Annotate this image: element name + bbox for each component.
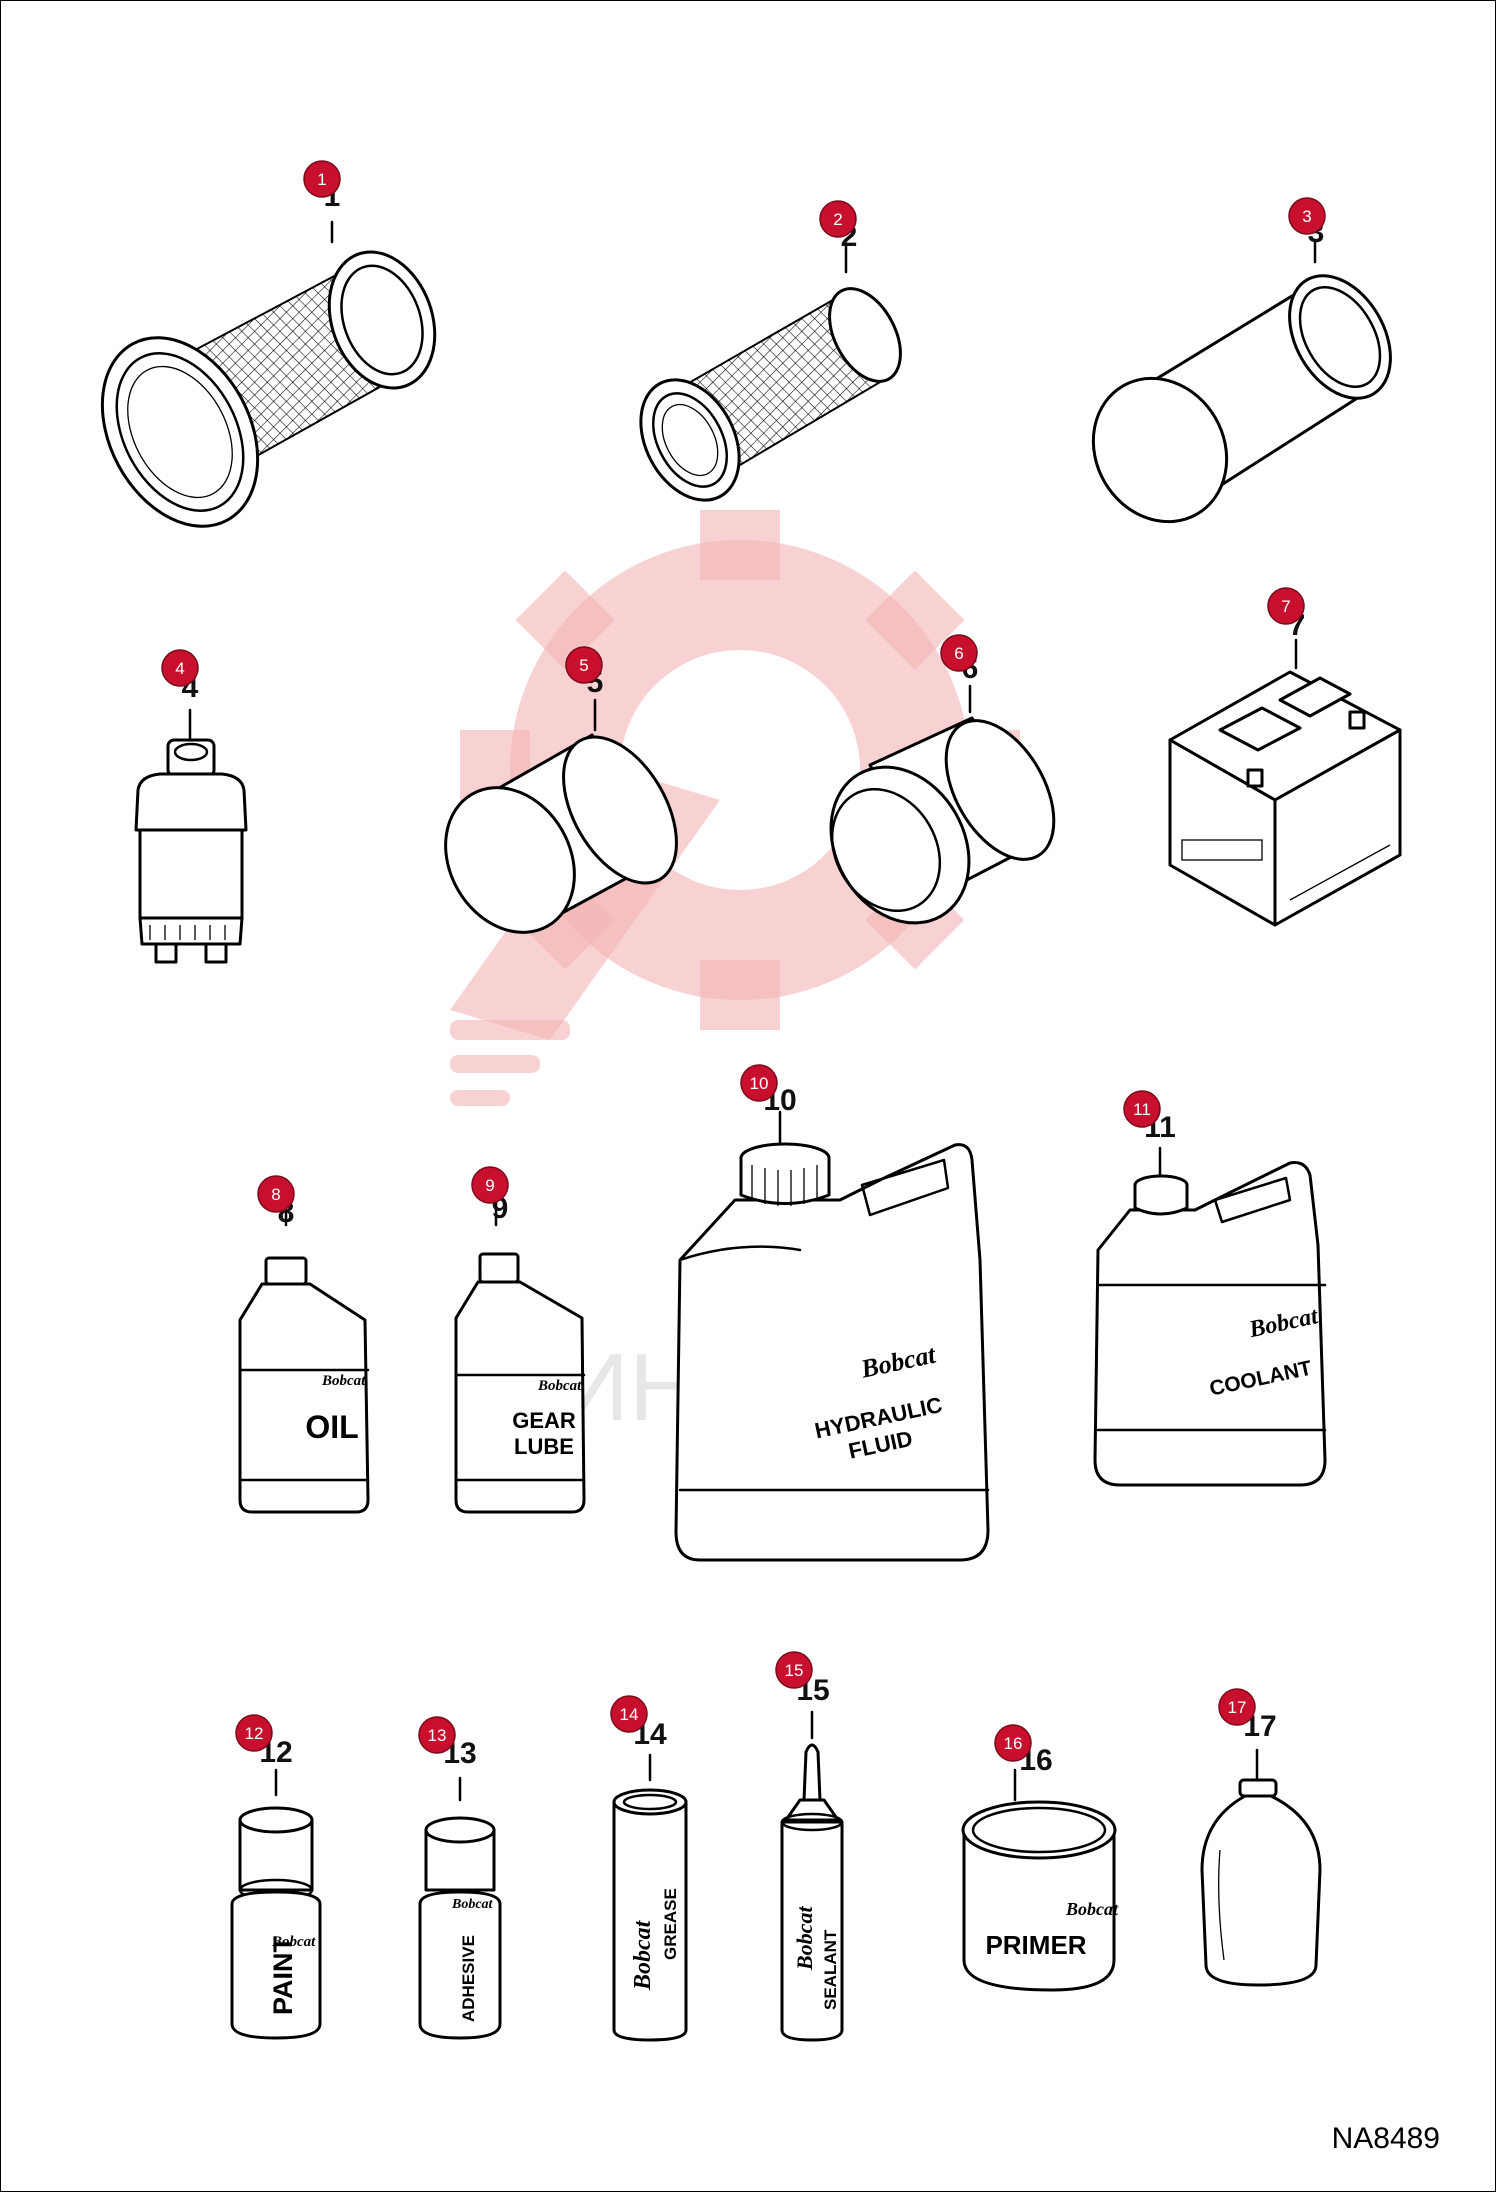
callout-4[interactable]: 4 <box>161 649 199 687</box>
svg-text:10: 10 <box>750 1074 769 1093</box>
callout-16[interactable]: 16 <box>994 1724 1032 1762</box>
part-11-coolant-jug: Bobcat COOLANT <box>1093 1146 1327 1487</box>
callout-badges: 1 2 3 4 5 6 7 8 9 10 11 12 13 14 15 16 1… <box>161 160 1326 1762</box>
figure-code: NA8489 <box>1332 2122 1440 2155</box>
callout-10[interactable]: 10 <box>740 1064 778 1102</box>
svg-text:1: 1 <box>317 170 326 189</box>
callout-8[interactable]: 8 <box>257 1175 295 1213</box>
callout-6[interactable]: 6 <box>940 634 978 672</box>
svg-text:11: 11 <box>1133 1100 1151 1119</box>
part-9-label-1: GEAR <box>512 1408 576 1433</box>
part-12-paint-can: Bobcat PAINT <box>230 1768 322 2040</box>
callout-3[interactable]: 3 <box>1288 197 1326 235</box>
svg-text:2: 2 <box>833 210 842 229</box>
part-5-spin-on-filter <box>444 698 678 934</box>
part-14-brand: Bobcat <box>630 1919 656 1991</box>
part-6-oil-filter <box>829 684 1056 925</box>
part-16-label: PRIMER <box>985 1930 1086 1960</box>
callout-5[interactable]: 5 <box>565 646 603 684</box>
part-13-brand: Bobcat <box>451 1897 494 1912</box>
svg-text:8: 8 <box>271 1185 280 1204</box>
callout-14[interactable]: 14 <box>610 1695 648 1733</box>
part-16-primer-can: Bobcat PRIMER <box>961 1768 1119 1992</box>
part-10-hydraulic-fluid-jug: Bobcat HYDRAULIC FLUID <box>674 1110 990 1562</box>
callout-17[interactable]: 17 <box>1218 1688 1256 1726</box>
part-2-mesh-filter <box>639 244 902 502</box>
part-7-battery <box>1168 638 1402 927</box>
svg-text:15: 15 <box>785 1661 804 1680</box>
svg-text:9: 9 <box>485 1176 494 1195</box>
part-15-brand: Bobcat <box>792 1906 817 1971</box>
svg-text:13: 13 <box>428 1726 447 1745</box>
part-14-grease-tube: Bobcat GREASE <box>612 1753 688 2042</box>
svg-text:12: 12 <box>245 1724 264 1743</box>
part-13-adhesive-can: Bobcat ADHESIVE <box>418 1776 502 2040</box>
svg-text:16: 16 <box>1004 1734 1023 1753</box>
callout-15[interactable]: 15 <box>775 1651 813 1689</box>
svg-text:5: 5 <box>579 656 588 675</box>
part-9-brand: Bobcat <box>537 1378 582 1394</box>
callout-9[interactable]: 9 <box>471 1166 509 1204</box>
callout-11[interactable]: 11 <box>1123 1090 1161 1128</box>
svg-text:17: 17 <box>1228 1698 1247 1717</box>
part-8-brand: Bobcat <box>321 1373 366 1389</box>
svg-text:3: 3 <box>1302 207 1311 226</box>
svg-text:7: 7 <box>1281 597 1290 616</box>
part-13-label: ADHESIVE <box>459 1935 478 2022</box>
svg-text:14: 14 <box>620 1705 639 1724</box>
part-1-mesh-filter <box>100 220 437 528</box>
svg-text:6: 6 <box>954 644 963 663</box>
part-9-label-2: LUBE <box>514 1434 574 1459</box>
part-15-sealant-tube: Bobcat SEALANT <box>780 1710 844 2042</box>
part-8-label: OIL <box>305 1409 358 1445</box>
svg-text:4: 4 <box>175 659 184 678</box>
part-8-oil-bottle: Bobcat OIL <box>238 1198 370 1514</box>
part-17-bottle <box>1200 1748 1322 1987</box>
callout-7[interactable]: 7 <box>1267 587 1305 625</box>
part-9-gear-lube-bottle: Bobcat GEAR LUBE <box>454 1198 586 1514</box>
callout-13[interactable]: 13 <box>418 1716 456 1754</box>
callout-1[interactable]: 1 <box>303 160 341 198</box>
part-4-fuel-filter <box>134 708 248 964</box>
part-15-label: SEALANT <box>821 1929 840 2010</box>
callout-12[interactable]: 12 <box>235 1714 273 1752</box>
part-14-label: GREASE <box>661 1888 680 1960</box>
part-3-filter <box>1091 238 1392 524</box>
part-16-brand: Bobcat <box>1065 1899 1119 1919</box>
part-12-brand: Bobcat <box>271 1934 316 1950</box>
part-12-label: PAINT <box>268 1935 298 2015</box>
callout-2[interactable]: 2 <box>819 200 857 238</box>
